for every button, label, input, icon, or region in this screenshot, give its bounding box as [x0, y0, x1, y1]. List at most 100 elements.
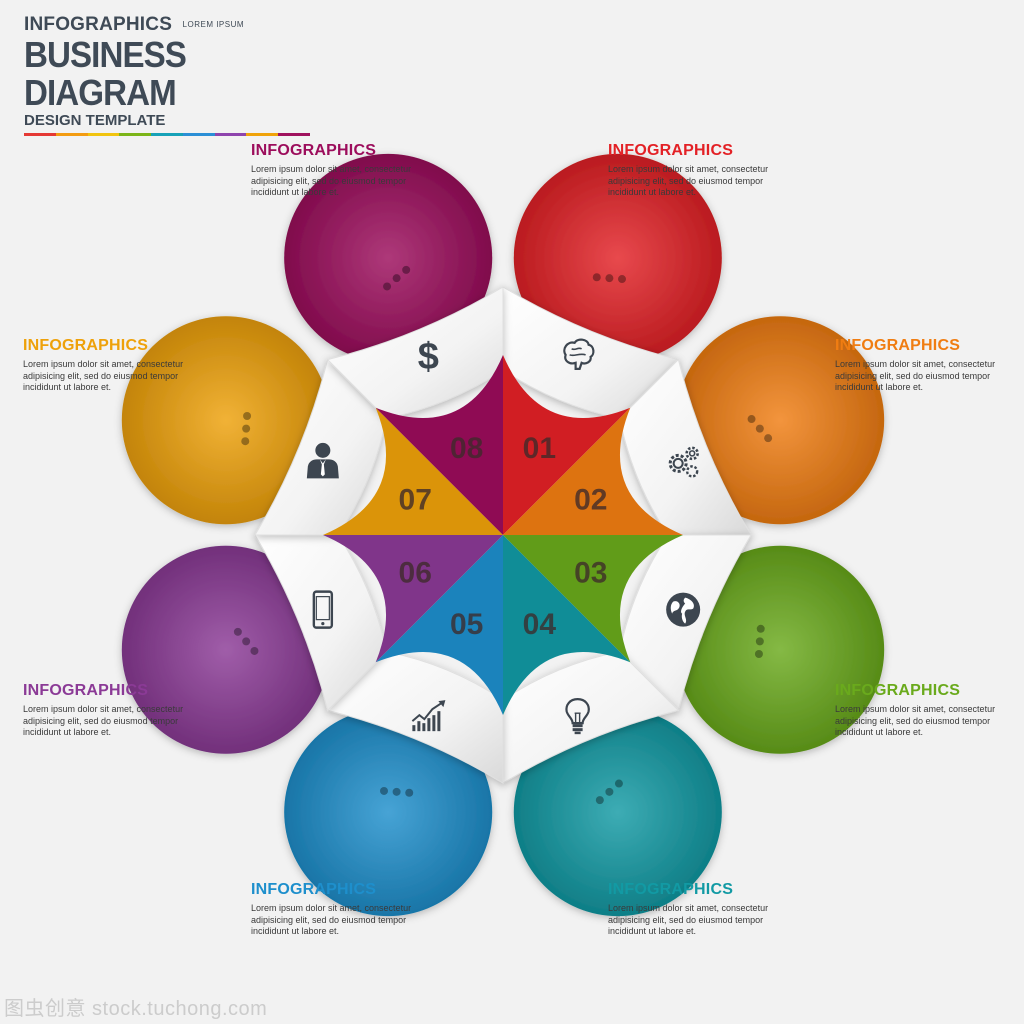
petal-dot: [392, 787, 401, 796]
stripe-segment: [119, 133, 152, 136]
segment-number-01: 01: [523, 432, 556, 465]
petal-dot: [605, 787, 614, 796]
item-title-02: INFOGRAPHICS: [835, 337, 961, 354]
item-title-03: INFOGRAPHICS: [835, 682, 961, 699]
segment-08: [375, 355, 503, 535]
segment-07: [323, 407, 503, 535]
petal-dot: [592, 273, 601, 282]
petal-dot: [402, 265, 411, 274]
item-body-02: Lorem ipsum dolor sit amet, consectetur …: [835, 359, 996, 392]
item-title-08: INFOGRAPHICS: [251, 142, 377, 159]
item-label-07: INFOGRAPHICS Lorem ipsum dolor sit amet,…: [23, 337, 213, 394]
segment-05: [375, 535, 503, 715]
item-title-07: INFOGRAPHICS: [23, 337, 149, 354]
petal-dot: [605, 274, 614, 283]
stripe-segment: [87, 133, 120, 136]
segment-number-04: 04: [523, 608, 557, 641]
petal-dot: [754, 650, 763, 659]
segment-shade: [503, 355, 631, 535]
segment-04: [503, 535, 631, 715]
petal-dot: [242, 637, 251, 646]
item-body-01: Lorem ipsum dolor sit amet, consectetur …: [608, 164, 769, 197]
petal-dot: [595, 796, 604, 805]
page-title: BUSINESS DIAGRAM: [24, 34, 187, 113]
petal-04: [513, 708, 722, 917]
segment-shade: [323, 407, 503, 535]
segment-01: [503, 355, 631, 535]
page-subtitle: DESIGN TEMPLATE: [24, 112, 166, 129]
segment-shade: [375, 355, 503, 535]
header: INFOGRAPHICS LOREM IPSUM BUSINESS DIAGRA…: [24, 14, 314, 136]
petal-dot: [614, 779, 623, 788]
band-08: [326, 286, 504, 419]
segment-number-03: 03: [574, 556, 607, 589]
segment-shade: [503, 407, 683, 535]
petal-dot: [383, 282, 392, 291]
item-title-05: INFOGRAPHICS: [251, 881, 377, 898]
stripe-segment: [151, 133, 183, 136]
petal-dot: [755, 637, 764, 646]
segment-02: [503, 407, 683, 535]
stripe-segment: [246, 133, 279, 136]
segment-03: [503, 535, 683, 663]
item-body-04: Lorem ipsum dolor sit amet, consectetur …: [608, 903, 769, 936]
petal-01: [513, 153, 722, 362]
segment-shade: [503, 535, 631, 715]
segment-shade: [375, 535, 503, 715]
petal-dot: [379, 786, 388, 795]
segment-number-05: 05: [450, 608, 483, 641]
petal-dot: [250, 646, 259, 655]
color-stripe: [24, 133, 311, 136]
item-label-01: INFOGRAPHICS Lorem ipsum dolor sit amet,…: [608, 142, 798, 199]
globe-icon: [666, 592, 701, 627]
segment-number-06: 06: [399, 556, 432, 589]
petal-dot: [747, 415, 756, 424]
item-label-06: INFOGRAPHICS Lorem ipsum dolor sit amet,…: [23, 682, 213, 739]
stripe-segment: [55, 133, 88, 136]
item-body-05: Lorem ipsum dolor sit amet, consectetur …: [251, 903, 412, 936]
segment-number-02: 02: [574, 484, 607, 517]
petal-dot: [405, 788, 414, 797]
item-label-08: INFOGRAPHICS Lorem ipsum dolor sit amet,…: [251, 142, 441, 199]
stripe-segment: [278, 133, 311, 136]
petal-dot: [618, 275, 627, 284]
petal-02: [676, 316, 885, 525]
item-title-06: INFOGRAPHICS: [23, 682, 149, 699]
item-body-08: Lorem ipsum dolor sit amet, consectetur …: [251, 164, 412, 197]
petals-group: [121, 153, 885, 917]
segment-06: [323, 535, 503, 663]
segment-shade: [503, 535, 683, 663]
stripe-segment: [24, 133, 56, 136]
petal-07: [121, 316, 330, 525]
petal-dot: [392, 274, 401, 283]
petal-06: [121, 545, 330, 754]
triangles-group: [323, 355, 683, 715]
item-label-05: INFOGRAPHICS Lorem ipsum dolor sit amet,…: [251, 881, 441, 938]
petal-05: [284, 708, 493, 917]
item-label-04: INFOGRAPHICS Lorem ipsum dolor sit amet,…: [608, 881, 798, 938]
petal-dot: [242, 424, 251, 433]
item-body-03: Lorem ipsum dolor sit amet, consectetur …: [835, 704, 996, 737]
petal-dot: [243, 411, 252, 420]
petal-dot: [764, 434, 773, 443]
petal-03: [676, 545, 885, 754]
watermark: 图虫创意 stock.tuchong.com: [4, 998, 268, 1020]
item-title-01: INFOGRAPHICS: [608, 142, 734, 159]
item-label-02: INFOGRAPHICS Lorem ipsum dolor sit amet,…: [835, 337, 1024, 394]
header-small: LOREM IPSUM: [182, 20, 245, 29]
item-body-07: Lorem ipsum dolor sit amet, consectetur …: [23, 359, 184, 392]
petal-08: [284, 153, 493, 362]
stripe-segment: [214, 133, 247, 136]
stripe-segment: [182, 133, 215, 136]
item-body-06: Lorem ipsum dolor sit amet, consectetur …: [23, 704, 184, 737]
dollar-icon: [417, 335, 439, 375]
segment-number-07: 07: [399, 484, 432, 517]
item-title-04: INFOGRAPHICS: [608, 881, 734, 898]
petal-dot: [755, 424, 764, 433]
petal-dot: [241, 437, 250, 446]
petal-dot: [233, 627, 242, 636]
segment-shade: [323, 535, 503, 663]
item-label-03: INFOGRAPHICS Lorem ipsum dolor sit amet,…: [835, 682, 1024, 739]
